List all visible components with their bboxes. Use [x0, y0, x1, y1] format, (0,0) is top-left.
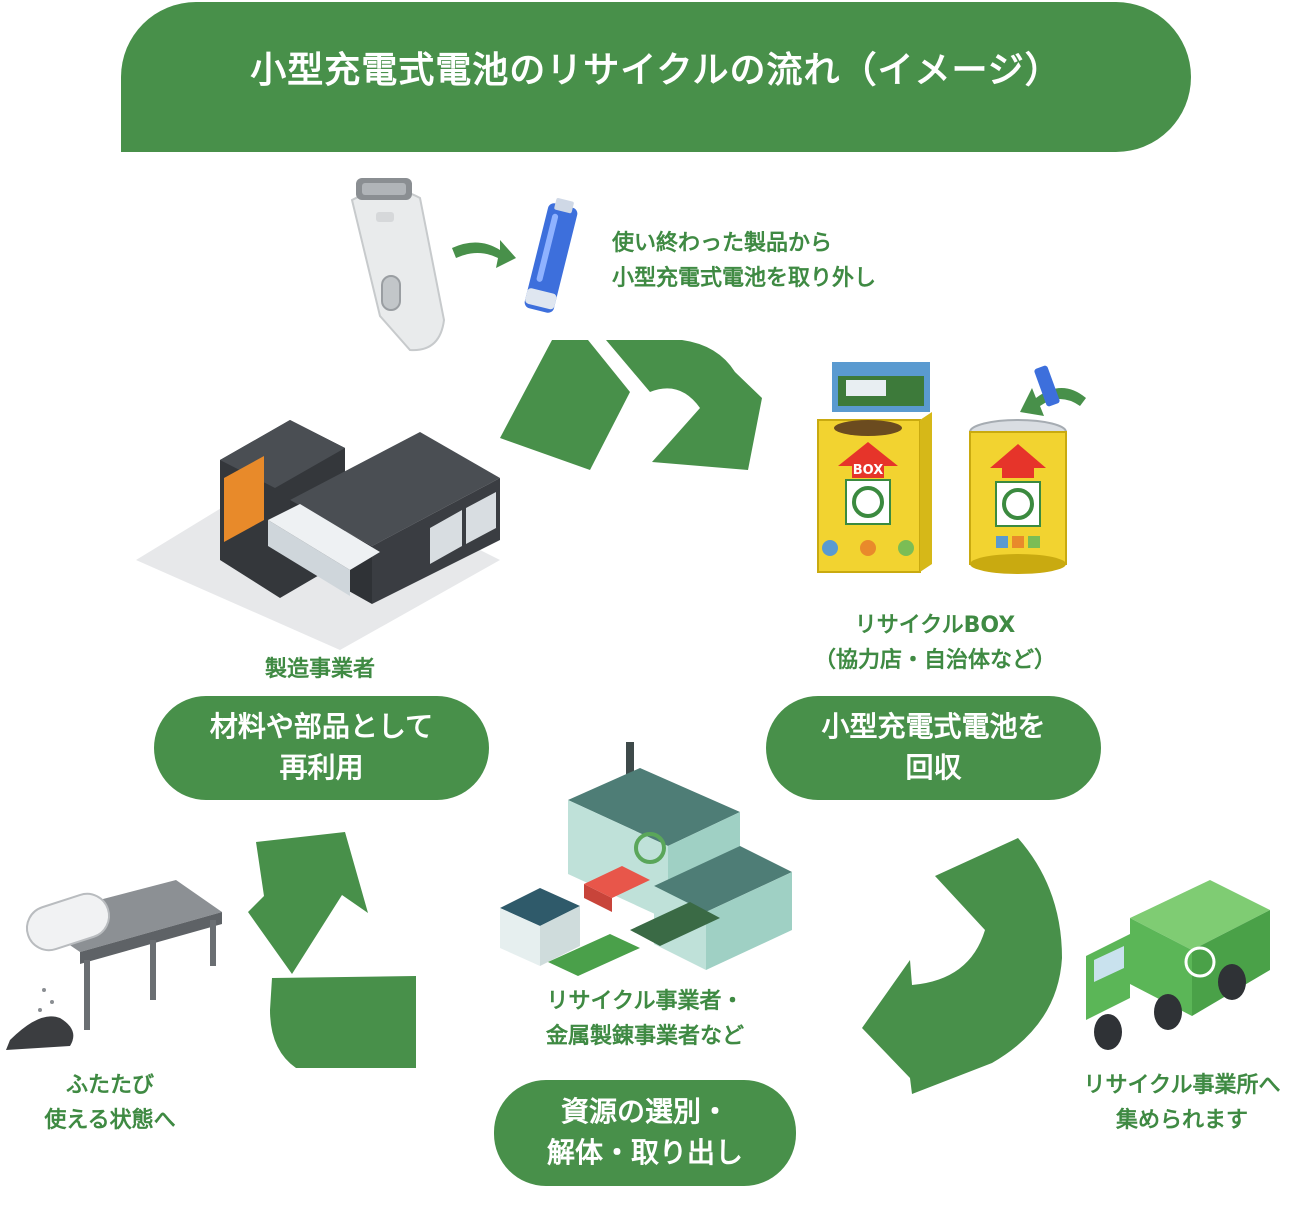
caption-remove-battery: 使い終わった製品から 小型充電式電池を取り外し	[612, 226, 876, 296]
caption-truck-line-1: リサイクル事業所へ	[1083, 1073, 1281, 1098]
box-label: BOX	[853, 463, 884, 478]
step-pill-sort: 資源の選別・ 解体・取り出し	[494, 1080, 796, 1186]
caption-manufacturer: 製造事業者	[170, 652, 470, 687]
caption-box-line-2: （協力店・自治体など）	[813, 648, 1056, 674]
cycle-arrow-left-up	[248, 832, 368, 974]
pill-collect-line-2: 回収	[905, 751, 962, 784]
pill-sort-line-1: 資源の選別・	[560, 1095, 729, 1129]
caption-truck: リサイクル事業所へ 集められます	[1050, 1068, 1314, 1138]
truck-illustration	[1086, 880, 1270, 1050]
caption-recycler-line-1: リサイクル事業者・	[546, 989, 744, 1014]
step-pill-reuse: 材料や部品として 再利用	[154, 696, 489, 800]
caption-box-line-1: リサイクルBOX	[854, 613, 1016, 638]
caption-remove-line-2: 小型充電式電池を取り外し	[612, 266, 877, 292]
shaver-illustration	[350, 178, 446, 352]
caption-reuse-state: ふたたび 使える状態へ	[0, 1068, 220, 1138]
pill-reuse-line-1: 材料や部品として	[209, 710, 434, 744]
pill-sort-line-2: 解体・取り出し	[546, 1136, 743, 1169]
caption-truck-line-2: 集められます	[1115, 1108, 1248, 1134]
pill-reuse-line-2: 再利用	[279, 751, 364, 784]
cycle-arrows	[248, 340, 1062, 1094]
caption-reuse-state-line-2: 使える状態へ	[44, 1108, 176, 1134]
cycle-arrow-left-bottom	[270, 976, 416, 1068]
title-banner: 小型充電式電池のリサイクルの流れ（イメージ）	[121, 2, 1191, 152]
caption-recycler: リサイクル事業者・ 金属製錬事業者など	[480, 984, 810, 1054]
factory-illustration	[136, 420, 500, 650]
battery-icon	[524, 198, 578, 313]
remove-arrow-icon	[452, 240, 516, 268]
recycling-plant-illustration	[500, 742, 792, 976]
caption-manufacturer-line-1: 製造事業者	[264, 657, 375, 682]
recycle-box-illustration: BOX	[817, 362, 1067, 574]
conveyor-illustration	[6, 880, 222, 1050]
caption-recycle-box: リサイクルBOX （協力店・自治体など）	[770, 608, 1100, 678]
cycle-arrow-top-right	[606, 340, 762, 470]
caption-recycler-line-2: 金属製錬事業者など	[545, 1024, 744, 1050]
step-pill-collect: 小型充電式電池を 回収	[766, 696, 1101, 800]
caption-remove-line-1: 使い終わった製品から	[612, 231, 833, 256]
small-battery-icon	[1034, 365, 1060, 407]
cycle-arrow-top-left	[500, 340, 630, 470]
cycle-arrow-right	[862, 838, 1062, 1094]
deposit-arrow-icon	[1020, 388, 1086, 416]
page-title: 小型充電式電池のリサイクルの流れ（イメージ）	[250, 50, 1062, 91]
pill-collect-line-1: 小型充電式電池を	[821, 710, 1046, 744]
caption-reuse-state-line-1: ふたたび	[65, 1073, 154, 1098]
